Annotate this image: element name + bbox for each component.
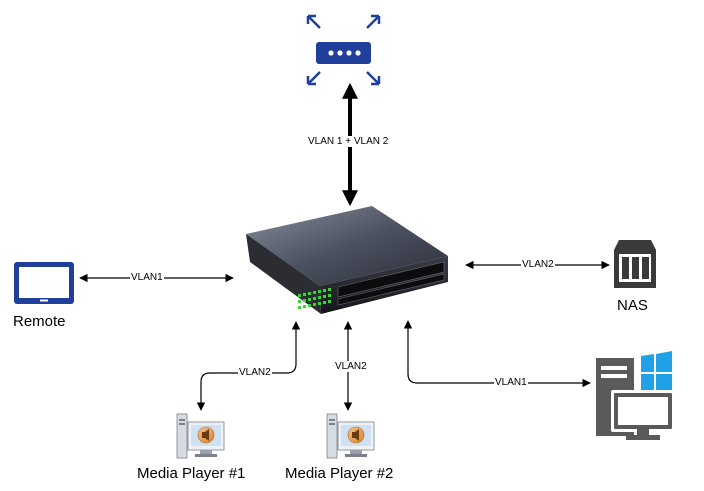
windows-pc-icon [596, 351, 675, 440]
windows-logo-icon [641, 351, 672, 395]
link-label-player2-switch: VLAN2 [334, 361, 368, 372]
link-label-nas-switch: VLAN2 [521, 259, 555, 270]
network-switch-icon [246, 206, 448, 314]
device-label-nas: NAS [617, 297, 648, 314]
link-label-pc-switch: VLAN1 [494, 377, 528, 388]
device-label-remote: Remote [13, 313, 66, 330]
media-player-icon [176, 413, 225, 459]
link-player1-switch [196, 321, 301, 411]
device-label-media-player-1: Media Player #1 [137, 465, 246, 482]
link-label-router-switch: VLAN 1 + VLAN 2 [307, 136, 390, 147]
router-icon [306, 14, 381, 86]
link-label-player1-switch: VLAN2 [238, 367, 272, 378]
tablet-icon [14, 262, 74, 304]
link-pc-switch [403, 320, 591, 388]
link-label-remote-switch: VLAN1 [130, 272, 164, 283]
device-label-media-player-2: Media Player #2 [285, 465, 394, 482]
switch-status-leds [298, 288, 331, 309]
nas-icon [614, 240, 656, 288]
switch-ports [337, 261, 445, 306]
media-player-icon [326, 413, 375, 459]
